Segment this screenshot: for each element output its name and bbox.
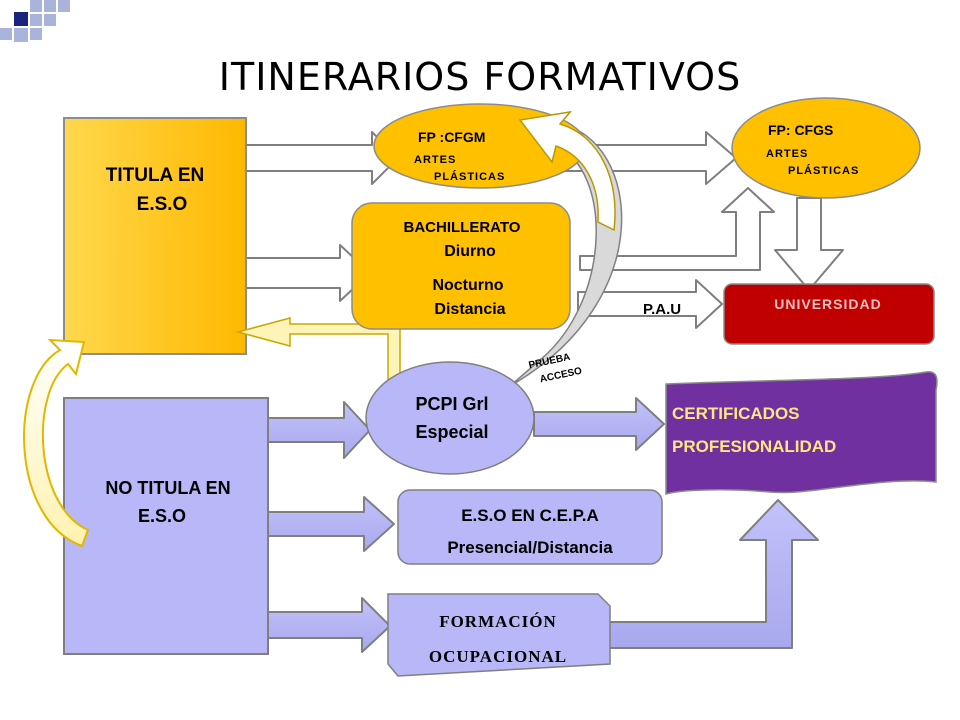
prueba-label-line2: ACCESO [539,366,583,386]
pau-label: P.A.U [643,301,681,318]
fp-cfgs-line2: ARTES [766,148,808,160]
certificados-line2: PROFESIONALIDAD [672,437,836,456]
fp-cfgm-line2: ARTES [414,154,456,166]
titula-eso-line1: TITULA EN [106,165,205,186]
eso-cepa-line2: Presencial/Distancia [447,538,613,557]
arrow-no-eso-to-formacion [265,597,391,653]
arrow-bachillerato-return [235,317,401,395]
certificados-line1: CERTIFICADOS [672,404,800,423]
prueba-acceso-label: PRUEBA ACCESO [528,352,584,386]
no-titula-eso-line2: E.S.O [138,506,186,526]
bachillerato-line3: Nocturno [432,277,503,294]
arrow-no-eso-to-cepa [265,496,395,552]
pcpi-line2: Especial [415,422,488,442]
titula-eso-line2: E.S.O [137,194,188,215]
formacion-line2: OCUPACIONAL [429,647,567,666]
node-eso-cepa: E.S.O EN C.E.P.A Presencial/Distancia [397,489,663,565]
fp-cfgm-line1: FP :CFGM [418,129,485,145]
node-no-titula-eso: NO TITULA EN E.S.O [63,397,269,655]
node-fp-cfgs: FP: CFGS ARTES PLÁSTICAS [731,97,921,199]
node-certificados: CERTIFICADOS PROFESIONALIDAD [665,371,938,495]
node-bachillerato: BACHILLERATO Diurno Nocturno Distancia [351,202,571,330]
bachillerato-line2: Diurno [444,243,496,260]
eso-cepa-line1: E.S.O EN C.E.P.A [461,506,599,525]
arrow-eso-to-cfgm [245,131,399,185]
node-formacion-ocupacional: FORMACIÓN OCUPACIONAL [387,593,611,677]
arrow-pcpi-to-certificados [533,397,665,451]
fp-cfgs-line1: FP: CFGS [768,122,833,138]
bachillerato-line4: Distancia [434,301,505,318]
node-universidad: UNIVERSIDAD [723,283,935,345]
no-titula-eso-line1: NO TITULA EN [105,478,230,498]
formacion-line1: FORMACIÓN [439,612,557,631]
universidad-label: UNIVERSIDAD [774,296,881,312]
pcpi-line1: PCPI Grl [415,394,488,414]
node-pcpi: PCPI Grl Especial [365,361,535,475]
arrow-no-eso-to-pcpi [265,401,371,459]
bachillerato-line1: BACHILLERATO [404,219,521,236]
corner-squares-decoration [0,0,70,42]
arrow-cfgs-to-universidad [774,197,844,291]
arrow-pau-to-universidad [577,279,723,329]
fp-cfgm-line3: PLÁSTICAS [434,170,505,183]
node-titula-eso: TITULA EN E.S.O [63,117,247,355]
arrow-formacion-to-certificados [599,499,819,649]
page-title: ITINERARIOS FORMATIVOS [219,55,741,99]
arrow-no-eso-to-titula-curve [23,338,90,548]
fp-cfgs-line3: PLÁSTICAS [788,164,859,177]
arrow-prueba-acceso-head [518,110,616,232]
